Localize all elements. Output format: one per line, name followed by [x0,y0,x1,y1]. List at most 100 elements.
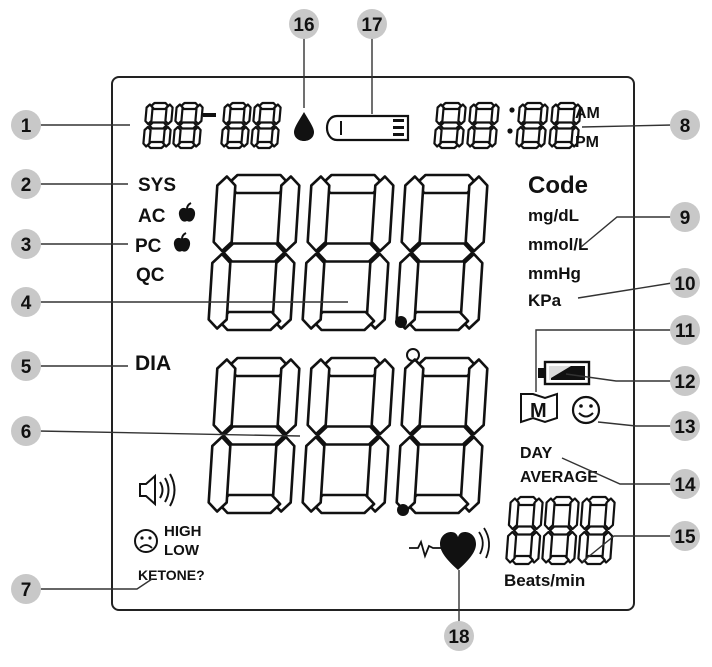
ac-label: AC [138,206,166,227]
callout-9: 9 [670,202,700,232]
segment-c [365,435,390,513]
segment-f [252,103,262,126]
blood-drop-icon [294,112,314,141]
segment-b [539,103,549,126]
segment-f [400,175,425,253]
segment-b [490,103,500,126]
memory-letter: M [530,400,547,422]
segment-g [410,242,474,263]
callout-12: 12 [670,366,700,396]
upper-reading-digit [207,173,301,332]
dia-label: DIA [135,352,171,375]
callout-number: 17 [361,15,382,36]
time-digits-left [433,101,500,150]
segment-c [271,435,296,513]
lower-reading-digit [395,356,489,515]
segment-e [505,530,518,564]
segment-d [176,140,196,150]
callout-number: 16 [293,15,314,36]
segment-b [276,175,301,253]
segment-f [212,358,237,436]
date-dash [203,113,216,117]
segment-f [306,175,331,253]
callout-number: 13 [674,417,695,438]
segment-d [217,310,282,332]
segment-f [435,103,445,126]
qc-label: QC [136,265,165,286]
segment-d [546,554,570,566]
segment-d [254,140,274,150]
segment-f [212,175,237,253]
segment-e [172,125,182,148]
segment-e [301,252,326,330]
segment-e [577,530,590,564]
segment-b [457,103,467,126]
segment-b [194,103,204,126]
callout-5: 5 [11,351,41,381]
callout-17: 17 [357,9,387,39]
date-digits-right-digit [220,101,252,150]
segment-c [459,252,484,330]
callout-circle [11,287,41,317]
segment-d [437,140,459,150]
segment-b [603,497,616,531]
test-strip-icon [325,114,410,142]
speaker-icon [139,473,176,507]
time-colon-top [509,107,515,113]
segment-b [531,497,544,531]
callout-number: 8 [680,116,691,137]
callout-13: 13 [670,411,700,441]
segment-a [523,101,545,111]
callout-number: 11 [675,321,696,342]
lower-reading [207,356,489,515]
segment-d [405,310,470,332]
segment-f [468,103,478,126]
segment-e [433,125,443,148]
memory-book-icon: M [520,392,558,424]
unit-mmol-l: mmol/L [528,235,588,254]
segment-b [464,175,489,253]
segment-e [301,435,326,513]
segment-d [224,140,244,150]
callout-8: 8 [670,110,700,140]
segment-c [365,252,390,330]
segment-g [554,121,576,130]
segment-g [521,121,543,130]
pc-label: PC [135,236,162,257]
unit-mmhg: mmHg [528,264,581,283]
segment-g [316,425,380,446]
segment-b [370,175,395,253]
sys-label: SYS [138,175,176,196]
callout-circle [670,110,700,140]
low-label: LOW [164,542,200,559]
segment-f [144,103,154,126]
segment-e [548,125,558,148]
segment-c [162,125,172,148]
segment-g [178,121,198,130]
segment-d [582,554,606,566]
battery-icon [538,360,591,386]
segment-c [271,252,296,330]
callout-10: 10 [670,268,700,298]
callout-11: 11 [670,315,700,345]
segment-g [439,121,461,130]
callout-number: 15 [674,527,696,548]
segment-g [316,242,380,263]
segment-e [207,435,232,513]
segment-g [410,425,474,446]
heart-icon [409,527,490,570]
segment-f [550,103,560,126]
unit-kpa: KPa [528,291,562,310]
segment-b [567,497,580,531]
callout-16: 16 [289,9,319,39]
lower-reading-digit [301,356,395,515]
callout-1: 1 [11,110,41,140]
pulse-unit: Beats/min [504,571,585,590]
callout-number: 12 [674,372,695,393]
segment-d [470,140,492,150]
date-digits-right [220,101,282,150]
time-digits-right [515,101,582,150]
segment-g [226,121,246,130]
average-label: AVERAGE [520,469,598,486]
callout-circle [11,169,41,199]
